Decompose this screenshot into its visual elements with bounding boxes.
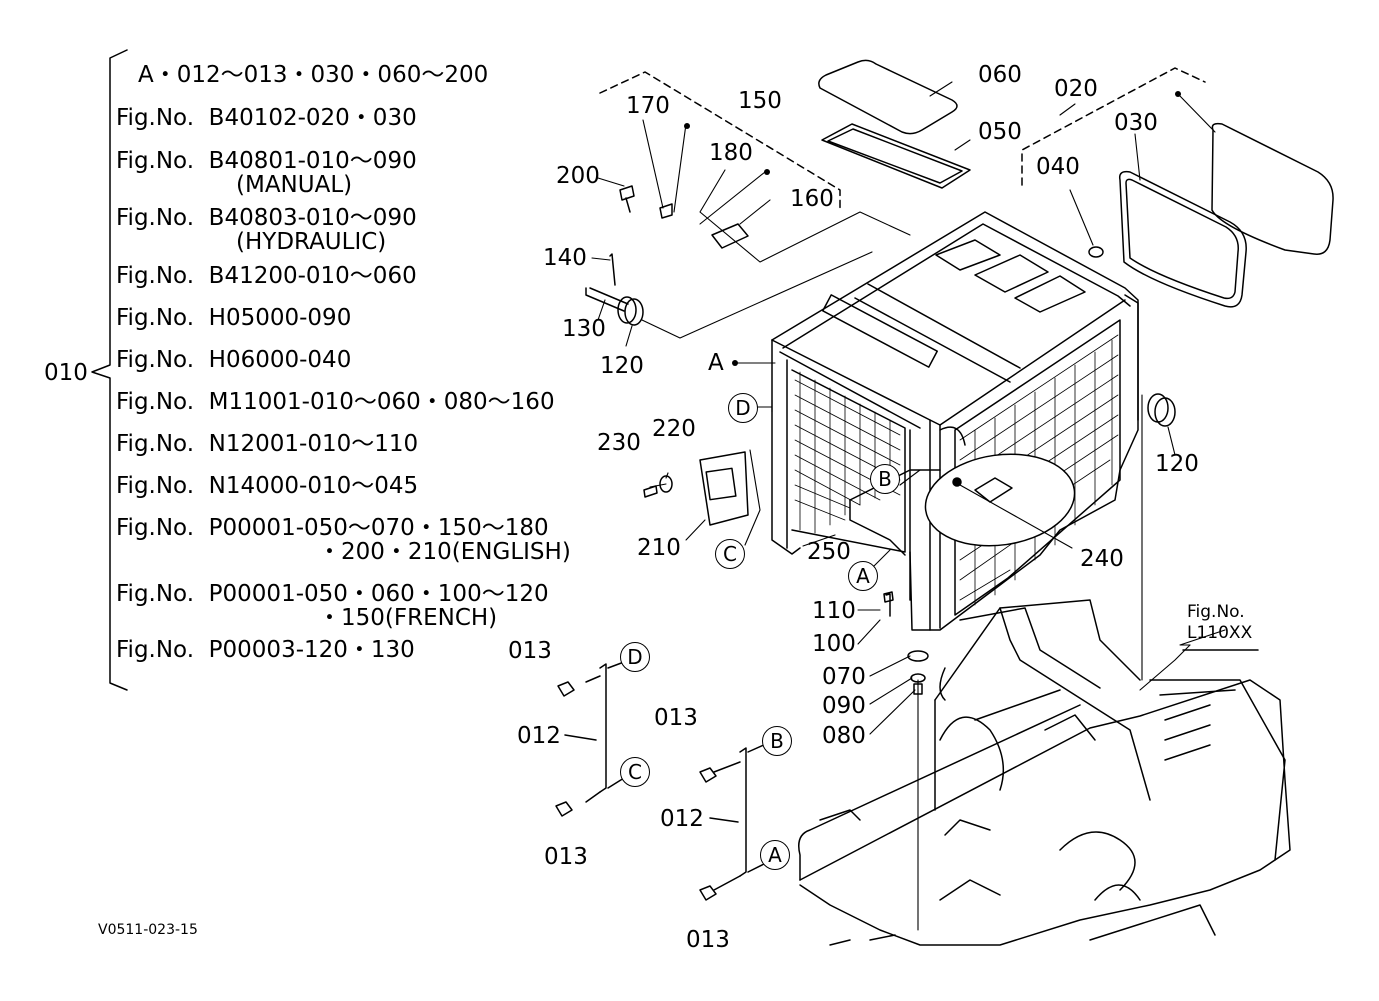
part-label-120-left: 120 — [600, 353, 644, 379]
pin-140 — [609, 253, 616, 286]
base-frame — [798, 599, 1291, 946]
part-label-040: 040 — [1036, 154, 1080, 180]
callout-b-cabin: B — [870, 464, 900, 494]
holder-210 — [699, 451, 749, 526]
rail-012-leader-a — [564, 734, 597, 741]
bracket-170 — [659, 203, 673, 219]
leader-lines — [591, 81, 1226, 931]
legend-line-p00001-fr: Fig.No. P00001-050・060・100～120 — [116, 581, 549, 607]
cover-panel-060 — [818, 59, 958, 135]
legend-line-french: ・150(FRENCH) — [318, 605, 498, 631]
window-020 — [1211, 122, 1334, 255]
legend-line-h05000: Fig.No. H05000-090 — [116, 305, 352, 331]
legend-line-manual: (MANUAL) — [236, 172, 353, 198]
part-label-090: 090 — [822, 693, 866, 719]
part-label-240: 240 — [1080, 546, 1124, 572]
seal-030 — [1118, 170, 1247, 308]
legend-line-english: ・200・210(ENGLISH) — [318, 539, 571, 565]
bushing-120-left — [624, 298, 644, 326]
part-label-060: 060 — [978, 62, 1022, 88]
callout-d-rail: D — [620, 642, 650, 672]
legend-line-p00001-en: Fig.No. P00001-050～070・150～180 — [116, 515, 549, 541]
legend-line-b40801: Fig.No. B40801-010～090 — [116, 148, 417, 174]
legend-line-b40102: Fig.No. B40102-020・030 — [116, 105, 417, 131]
callout-a-cabin: A — [848, 561, 878, 591]
legend-bracket-label: 010 — [44, 360, 88, 386]
fig-ref-line2: L110XX — [1187, 623, 1253, 644]
part-label-120-right: 120 — [1155, 451, 1199, 477]
part-label-013-c: 013 — [654, 705, 698, 731]
part-label-150: 150 — [738, 88, 782, 114]
legend-line-n14000: Fig.No. N14000-010～045 — [116, 473, 419, 499]
bolt-110 — [883, 591, 894, 617]
bolt-200 — [619, 185, 635, 213]
screw-230 — [643, 485, 658, 498]
fig-ref-l110xx: Fig.No. L110XX — [1187, 602, 1252, 645]
part-label-080: 080 — [822, 723, 866, 749]
group-150-box — [599, 71, 841, 211]
legend-line-h06000: Fig.No. H06000-040 — [116, 347, 352, 373]
part-label-200: 200 — [556, 163, 600, 189]
callout-c-cabin: C — [715, 539, 745, 569]
washer-070 — [907, 650, 929, 662]
handle-160 — [711, 223, 749, 249]
part-label-170: 170 — [626, 93, 670, 119]
part-label-130: 130 — [562, 316, 606, 342]
legend-line-b40803: Fig.No. B40803-010～090 — [116, 205, 417, 231]
legend-line-a: A・012～013・030・060～200 — [138, 62, 489, 88]
part-label-012-a: 012 — [517, 723, 561, 749]
part-label-140: 140 — [543, 245, 587, 271]
part-label-013-b: 013 — [544, 844, 588, 870]
part-label-070: 070 — [822, 664, 866, 690]
rail-012-a — [599, 663, 607, 793]
part-label-020: 020 — [1054, 76, 1098, 102]
ring-040 — [1088, 246, 1104, 258]
legend-line-m11001: Fig.No. M11001-010～060・080～160 — [116, 389, 555, 415]
grommets-013 — [555, 681, 717, 901]
legend-line-hydraulic: (HYDRAULIC) — [236, 229, 387, 255]
part-label-110: 110 — [812, 598, 856, 624]
part-label-050: 050 — [978, 119, 1022, 145]
callout-b-rail: B — [762, 726, 792, 756]
part-label-030: 030 — [1114, 110, 1158, 136]
drawing-code: V0511-023-15 — [98, 922, 198, 938]
part-label-220: 220 — [652, 416, 696, 442]
part-label-a: A — [708, 350, 724, 376]
gasket-050 — [821, 123, 971, 189]
mesh-left — [794, 371, 901, 534]
part-label-013-a: 013 — [508, 638, 552, 664]
group-020-box — [1021, 67, 1206, 186]
part-label-100: 100 — [812, 631, 856, 657]
legend-line-p00003: Fig.No. P00003-120・130 — [116, 637, 415, 663]
callout-a-rail: A — [760, 840, 790, 870]
part-label-180: 180 — [709, 140, 753, 166]
legend-bracket — [91, 49, 128, 691]
part-label-013-d: 013 — [686, 927, 730, 953]
legend-line-n12001: Fig.No. N12001-010～110 — [116, 431, 419, 457]
part-label-250: 250 — [807, 539, 851, 565]
callout-c-rail: C — [620, 757, 650, 787]
part-label-012-b: 012 — [660, 806, 704, 832]
fig-ref-line1: Fig.No. — [1187, 602, 1245, 622]
decal-240 — [924, 453, 1076, 547]
part-label-210: 210 — [637, 535, 681, 561]
rail-012-b — [739, 747, 747, 877]
legend-line-b41200: Fig.No. B41200-010～060 — [116, 263, 417, 289]
rail-012-leader-b — [709, 817, 739, 823]
part-label-160: 160 — [790, 186, 834, 212]
part-label-230: 230 — [597, 430, 641, 456]
callout-d-cabin: D — [728, 393, 758, 423]
washer-220 — [659, 475, 673, 493]
